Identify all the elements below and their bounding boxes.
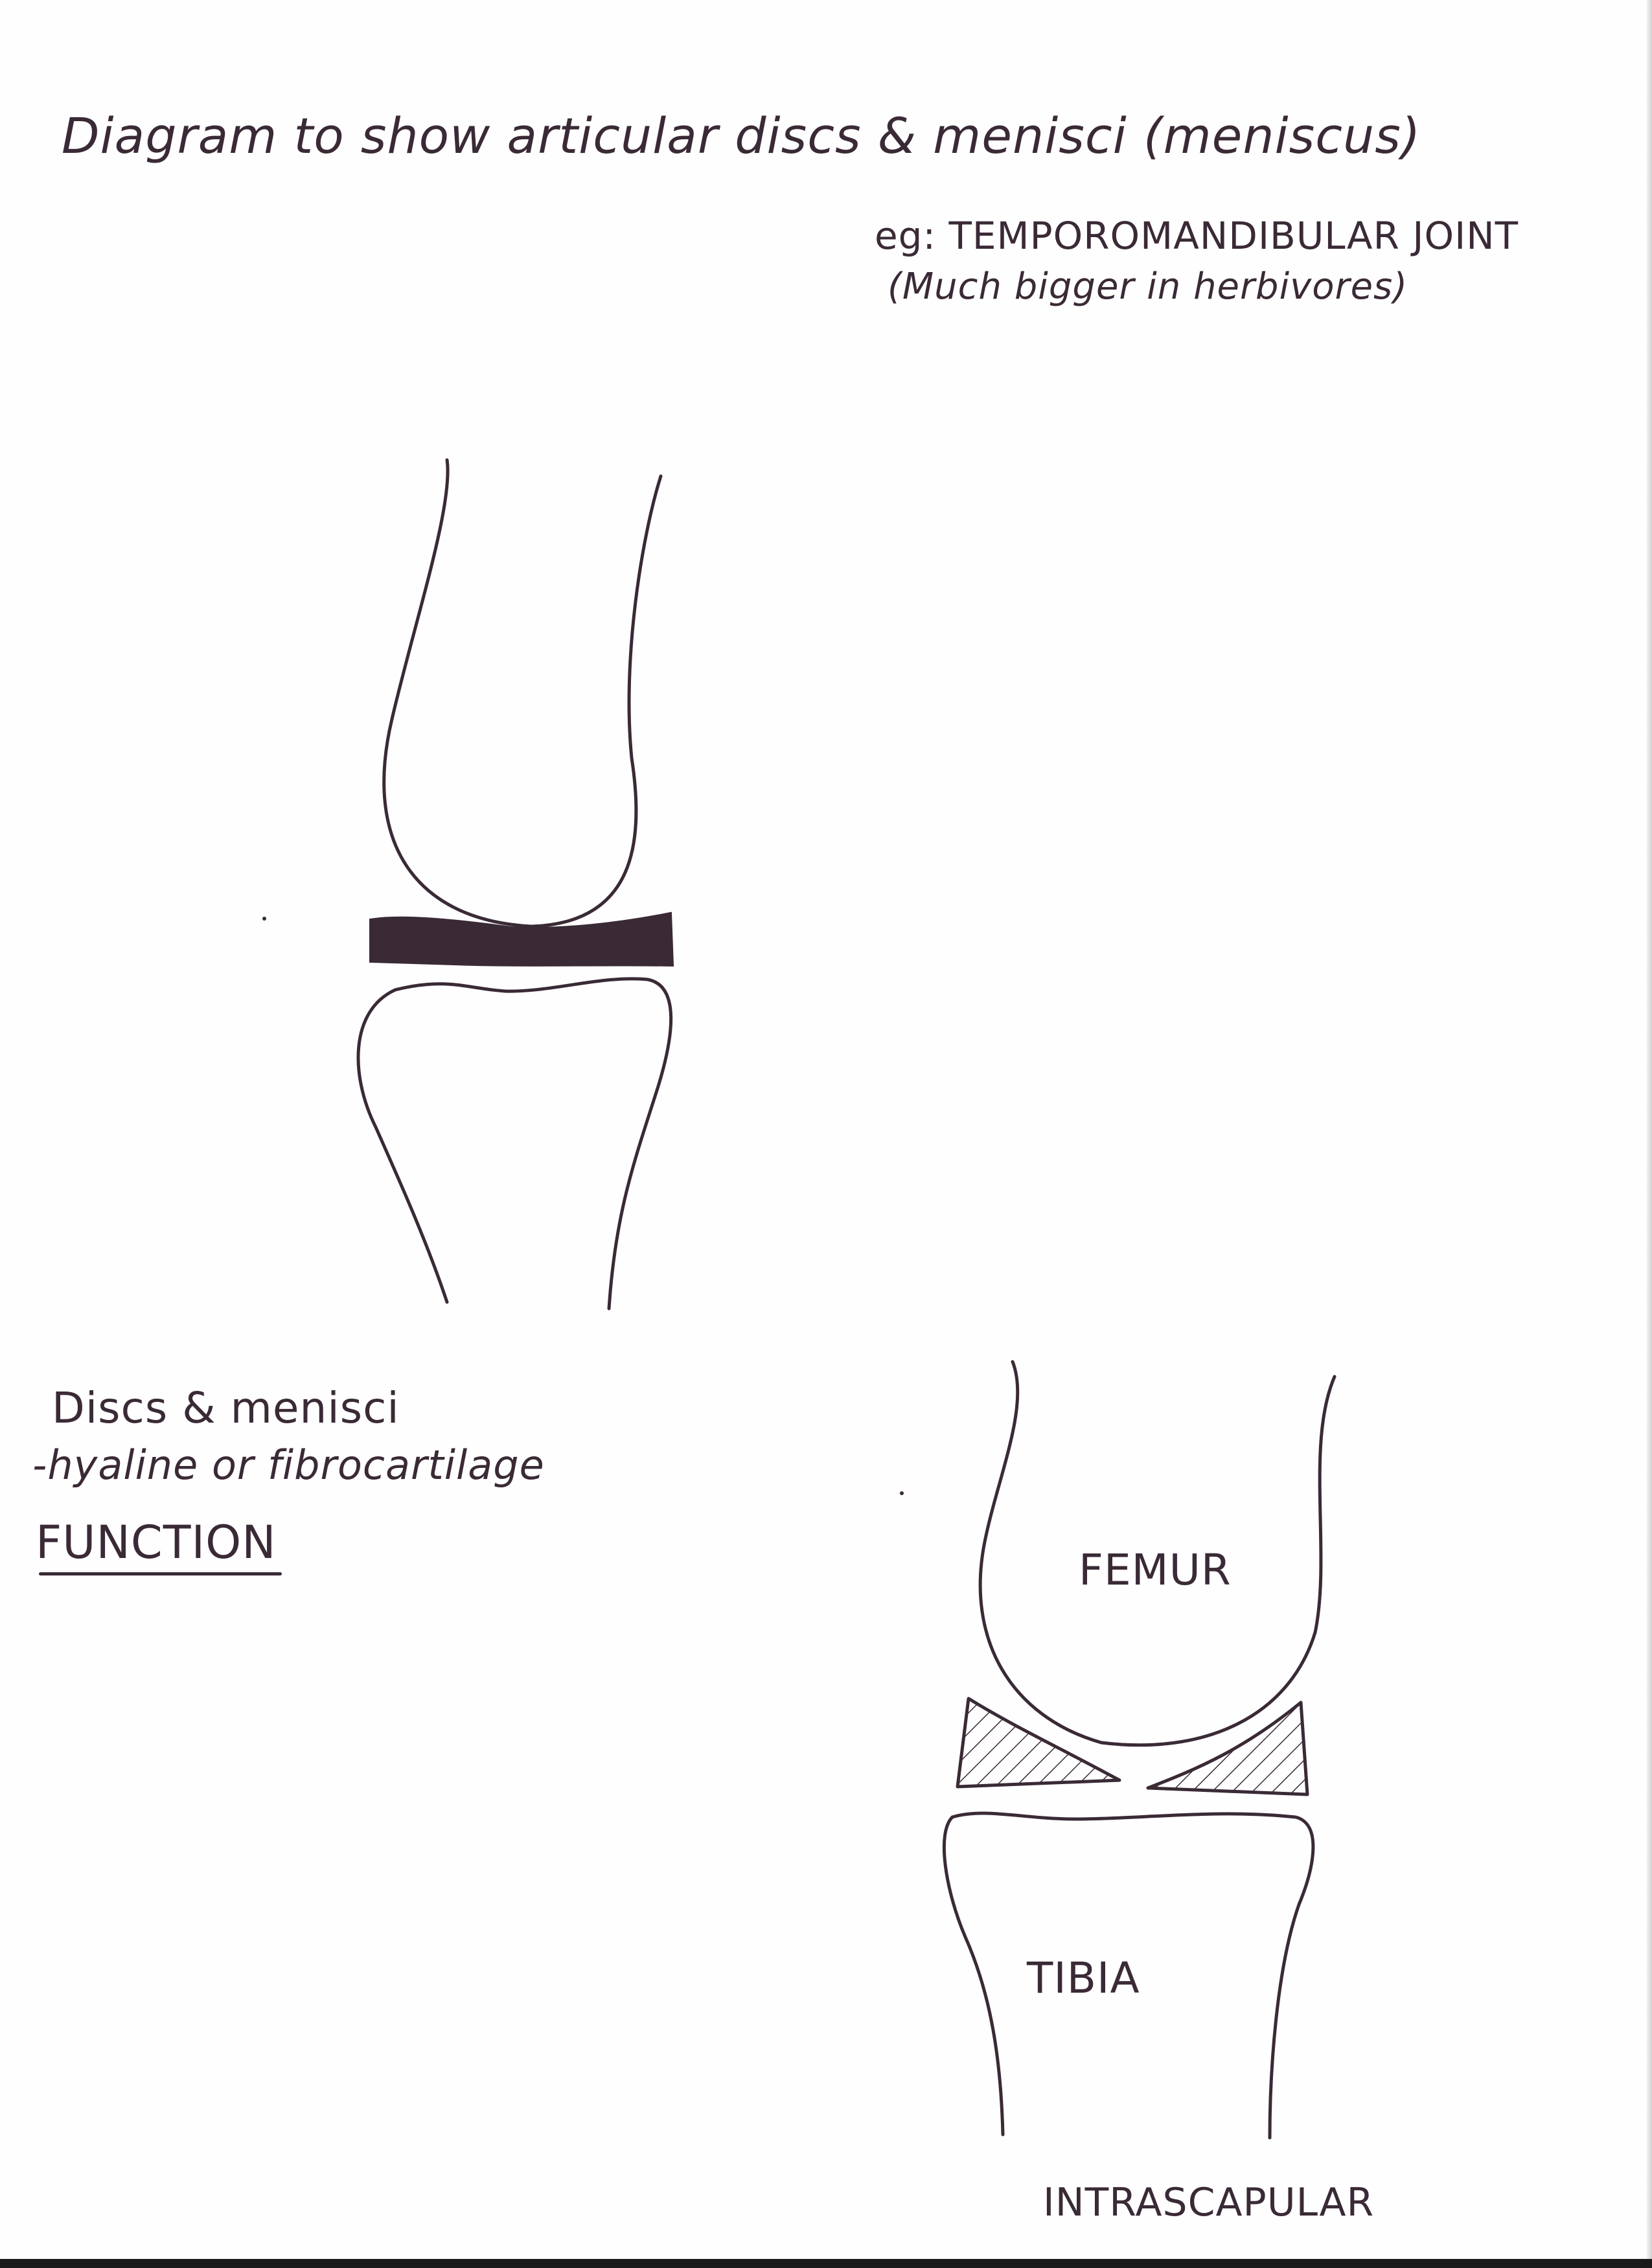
lower-bone-outline-top bbox=[393, 977, 673, 1311]
function-underline bbox=[39, 1572, 282, 1575]
femur-outline bbox=[978, 1360, 1337, 1747]
tibia-outline-left bbox=[942, 1815, 1005, 2136]
meniscus-left bbox=[956, 1697, 1121, 1789]
disc-description: -hyaline or fibrocartilage bbox=[32, 1441, 545, 1489]
intrascapular-label: INTRASCAPULAR bbox=[1043, 2180, 1375, 2225]
femur-label: FEMUR bbox=[1079, 1545, 1232, 1595]
stray-dot-2 bbox=[900, 1491, 904, 1495]
page-title: Diagram to show articular discs & menisc… bbox=[62, 107, 1421, 165]
example-note: (Much bigger in herbivores) bbox=[888, 266, 1408, 308]
articular-disc bbox=[369, 911, 674, 967]
meniscus-right bbox=[1146, 1701, 1309, 1796]
lower-bone-left-side-top bbox=[356, 988, 449, 1304]
scan-edge-bottom bbox=[0, 2259, 1652, 2268]
upper-bone-outline-top bbox=[382, 458, 663, 928]
scan-edge-right bbox=[1646, 0, 1652, 2268]
tibia-label: TIBIA bbox=[1027, 1953, 1140, 2003]
disc-label: Discs & menisci bbox=[52, 1383, 400, 1433]
stray-dot bbox=[262, 917, 266, 921]
tibia-outline-top bbox=[950, 1811, 1315, 2140]
function-heading: FUNCTION bbox=[36, 1516, 277, 1569]
example-label: eg: TEMPOROMANDIBULAR JOINT bbox=[875, 214, 1519, 258]
